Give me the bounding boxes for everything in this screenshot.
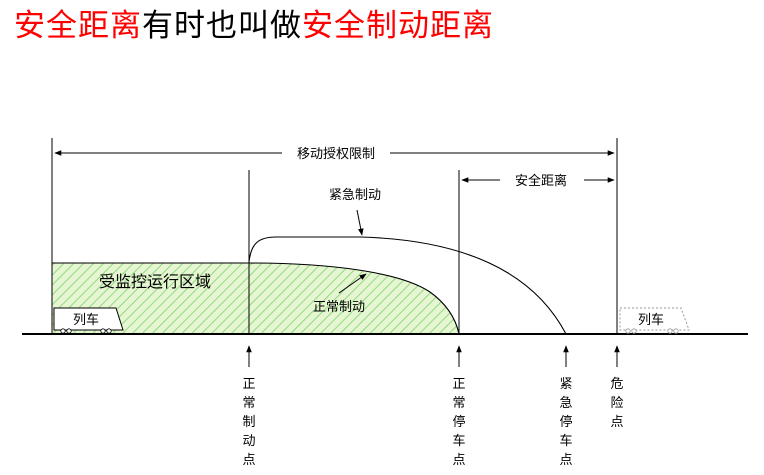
emergency-stop-point-label: 紧急停车点	[559, 377, 572, 468]
normal-stop-point-label: 正常停车点	[452, 377, 465, 468]
emergency-braking-curve	[248, 236, 567, 335]
normal-brake-point-label: 正常制动点	[242, 377, 255, 468]
page-title: 安全距离有时也叫做安全制动距离	[14, 6, 494, 46]
train-right: 列车	[619, 307, 690, 334]
safety-distance-label: 安全距离	[515, 173, 567, 189]
normal-braking-curve	[52, 262, 460, 335]
emergency-brake-pointer	[356, 209, 364, 236]
movement-authority-label: 移动授权限制	[297, 146, 375, 162]
title-part-also-called: 有时也叫做	[142, 8, 302, 44]
emergency-brake-label: 紧急制动	[329, 188, 381, 203]
train-right-label: 列车	[638, 312, 664, 328]
train-left: 列车	[53, 307, 124, 334]
train-left-label: 列车	[73, 312, 99, 328]
danger-point-label: 危险点	[610, 377, 623, 430]
title-part-safe-braking-distance: 安全制动距离	[302, 8, 494, 44]
monitored-zone-label: 受监控运行区域	[99, 272, 211, 291]
title-part-safety-distance: 安全距离	[14, 8, 142, 44]
normal-brake-pointer	[338, 273, 367, 294]
normal-brake-label: 正常制动	[313, 300, 365, 315]
